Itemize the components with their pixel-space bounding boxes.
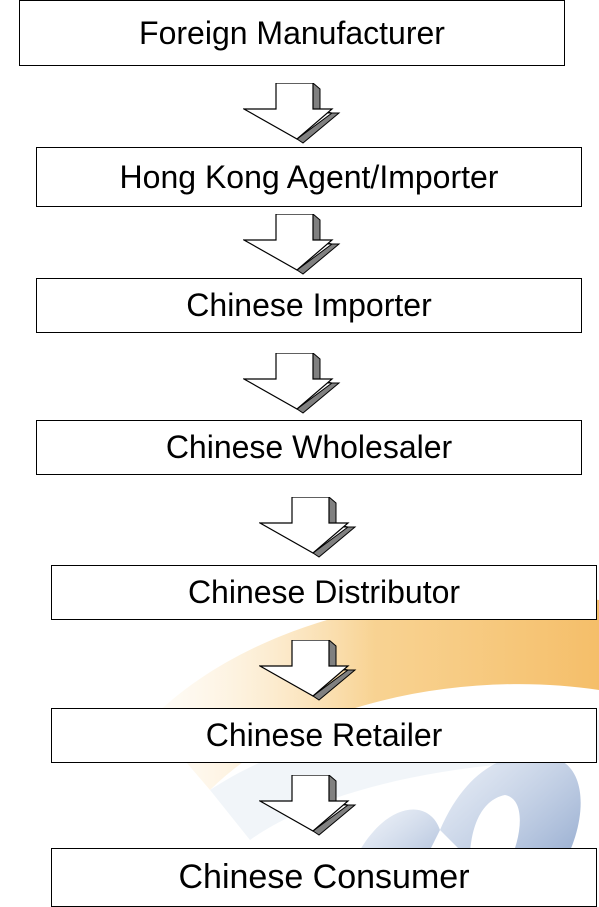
flow-step-box: Chinese Distributor <box>51 565 597 620</box>
flow-step-label: Chinese Wholesaler <box>165 429 453 465</box>
flow-step-label: Chinese Consumer <box>178 858 470 896</box>
flow-step-label: Hong Kong Agent/Importer <box>119 158 499 195</box>
down-arrow-icon <box>243 83 341 144</box>
flow-step-box: Chinese Importer <box>36 278 582 333</box>
flow-step-label: Chinese Retailer <box>205 717 443 753</box>
flow-step-box: Foreign Manufacturer <box>19 0 565 66</box>
flow-step-box: Chinese Wholesaler <box>36 420 582 475</box>
flow-step-box: Chinese Retailer <box>51 708 597 763</box>
down-arrow-icon <box>243 214 341 275</box>
down-arrow-icon <box>259 497 357 558</box>
flow-step-label: Chinese Importer <box>186 287 432 323</box>
down-arrow-icon <box>259 775 357 836</box>
down-arrow-icon <box>243 353 341 414</box>
flow-step-box: Chinese Consumer <box>51 848 597 907</box>
flow-step-label: Foreign Manufacturer <box>139 14 445 51</box>
down-arrow-icon <box>259 640 357 701</box>
flow-step-label: Chinese Distributor <box>187 574 461 610</box>
flow-step-box: Hong Kong Agent/Importer <box>36 147 582 207</box>
